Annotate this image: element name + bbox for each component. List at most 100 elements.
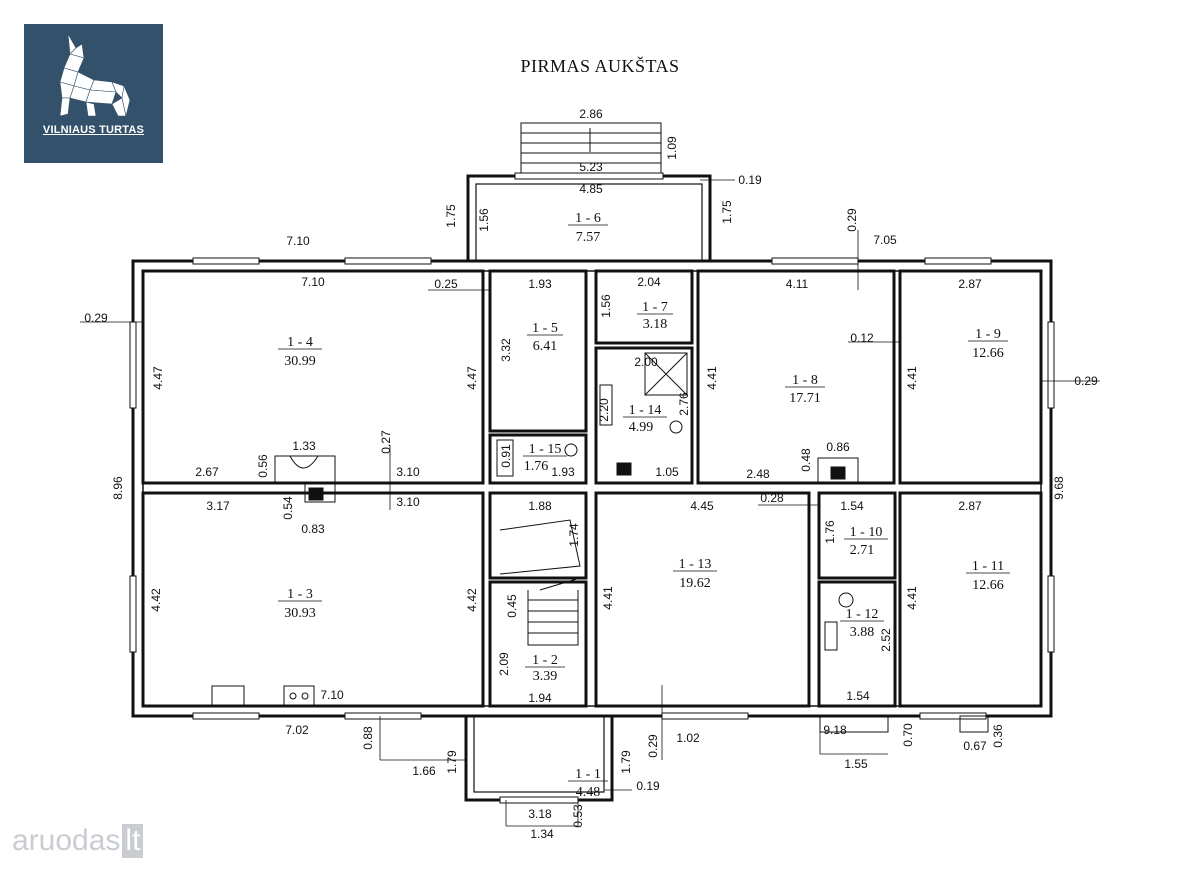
dimension-lines (80, 179, 1100, 827)
room-label-1-10: 1 - 10 (850, 525, 883, 540)
dim-label: 4.85 (579, 182, 603, 196)
dim-label: 4.47 (151, 366, 165, 390)
room-label-1-14: 1 - 14 (629, 403, 662, 418)
room-area-1-10: 2.71 (850, 543, 875, 558)
room-area-1-8: 17.71 (789, 391, 821, 406)
dim-label: 3.10 (396, 465, 420, 479)
company-logo: VILNIAUS TURTAS (24, 24, 163, 163)
stove (283, 685, 315, 707)
dim-label: 1.56 (599, 294, 613, 318)
fireplace (274, 455, 336, 484)
room-area-1-12: 3.88 (850, 625, 875, 640)
watermark-suffix: lt (122, 824, 144, 858)
dim-label: 1.74 (567, 523, 581, 547)
room-label-1-15: 1 - 15 (529, 442, 562, 457)
dim-label: 0.12 (850, 331, 874, 345)
dim-label: 2.87 (958, 277, 982, 291)
entrance-steps (520, 122, 662, 174)
dim-label: 1.88 (528, 499, 552, 513)
dim-label: 4.41 (905, 366, 919, 390)
dim-label: 0.56 (256, 454, 270, 478)
room-label-1-5: 1 - 5 (532, 321, 558, 336)
outer-wall (131, 259, 1053, 718)
dim-label: 4.41 (705, 366, 719, 390)
room-label-1-2: 1 - 2 (532, 653, 558, 668)
dim-label: 4.42 (465, 588, 479, 612)
dim-label: 5.23 (579, 160, 603, 174)
fixtures (211, 352, 989, 733)
dim-label: 1.09 (665, 136, 679, 160)
room-wall-1-5 (488, 269, 588, 433)
dim-label: 0.19 (738, 173, 762, 187)
room-label-1-7: 1 - 7 (642, 300, 668, 315)
toilet-2 (564, 443, 578, 457)
dim-label: 0.45 (505, 594, 519, 618)
room-area-1-14: 4.99 (629, 420, 654, 435)
dim-label: 1.66 (412, 764, 436, 778)
room-label-1-3: 1 - 3 (287, 587, 313, 602)
dim-label: 2.76 (677, 392, 691, 416)
dim-label: 3.32 (499, 338, 513, 362)
howling-wolf-icon (59, 33, 131, 117)
room-wall-stairs (488, 491, 588, 580)
room-wall-1-15 (488, 433, 588, 485)
room-area-1-2: 3.39 (533, 669, 558, 684)
room-wall-1-2 (488, 580, 588, 708)
dim-label: 1.05 (655, 465, 679, 479)
dim-label: 1.93 (551, 465, 575, 479)
room-wall-1-13 (594, 491, 811, 708)
chimney-2 (830, 466, 846, 480)
room-label-1-13: 1 - 13 (679, 557, 712, 572)
dim-label: 1.75 (720, 200, 734, 224)
dim-label: 7.02 (285, 723, 309, 737)
porch-top-inner (475, 183, 703, 262)
dim-label: 7.10 (301, 275, 325, 289)
room-area-1-15: 1.76 (524, 459, 549, 474)
dim-label: 1.94 (528, 691, 552, 705)
dim-label: 7.05 (873, 233, 897, 247)
room-label-1-9: 1 - 9 (975, 327, 1001, 342)
outer-wall-inner (142, 270, 1042, 707)
room-label-1-8: 1 - 8 (792, 373, 818, 388)
dim-label: 4.11 (786, 277, 809, 291)
room-area-1-7: 3.18 (643, 317, 668, 332)
dim-label: 0.53 (571, 804, 585, 828)
dim-label: 9.68 (1052, 476, 1066, 500)
staircase (499, 519, 581, 646)
dim-label: 4.41 (601, 586, 615, 610)
dim-label: 3.18 (528, 807, 552, 821)
logo-text: VILNIAUS TURTAS (42, 124, 145, 136)
dim-label: 1.56 (477, 208, 491, 232)
dim-label: 2.20 (597, 398, 611, 422)
toilet-1 (669, 420, 683, 434)
room-area-1-1: 4.48 (576, 785, 601, 800)
windows (129, 172, 1055, 804)
dim-label: 0.28 (760, 491, 784, 505)
dim-label: 1.75 (444, 204, 458, 228)
dim-label: 1.54 (840, 499, 864, 513)
room-area-1-11: 12.66 (972, 578, 1004, 593)
room-area-1-3: 30.93 (284, 606, 316, 621)
dim-label: 1.76 (823, 520, 837, 544)
room-label-1-1: 1 - 1 (575, 767, 601, 782)
dim-label: 1.79 (619, 750, 633, 774)
dim-label: 0.91 (499, 444, 513, 468)
dim-label: 3.10 (396, 495, 420, 509)
room-area-1-13: 19.62 (679, 576, 711, 591)
dim-label: 0.25 (434, 277, 458, 291)
room-area-1-4: 30.99 (284, 354, 316, 369)
dim-label: 2.67 (195, 465, 219, 479)
room-label-1-11: 1 - 11 (972, 559, 1004, 574)
room-wall-1-11 (898, 491, 1043, 708)
dim-label: 2.48 (746, 467, 770, 481)
room-labels: 1 - 1 4.48 1 - 2 3.39 1 - 3 30.93 1 - 4 … (284, 211, 1004, 800)
dim-label: 1.93 (528, 277, 552, 291)
dim-label: 7.10 (286, 234, 310, 248)
dim-label: 4.47 (465, 366, 479, 390)
room-label-1-4: 1 - 4 (287, 335, 313, 350)
dim-label: 1.33 (292, 439, 316, 453)
porch-bottom-inner (473, 715, 605, 793)
room-wall-1-8 (696, 269, 896, 485)
